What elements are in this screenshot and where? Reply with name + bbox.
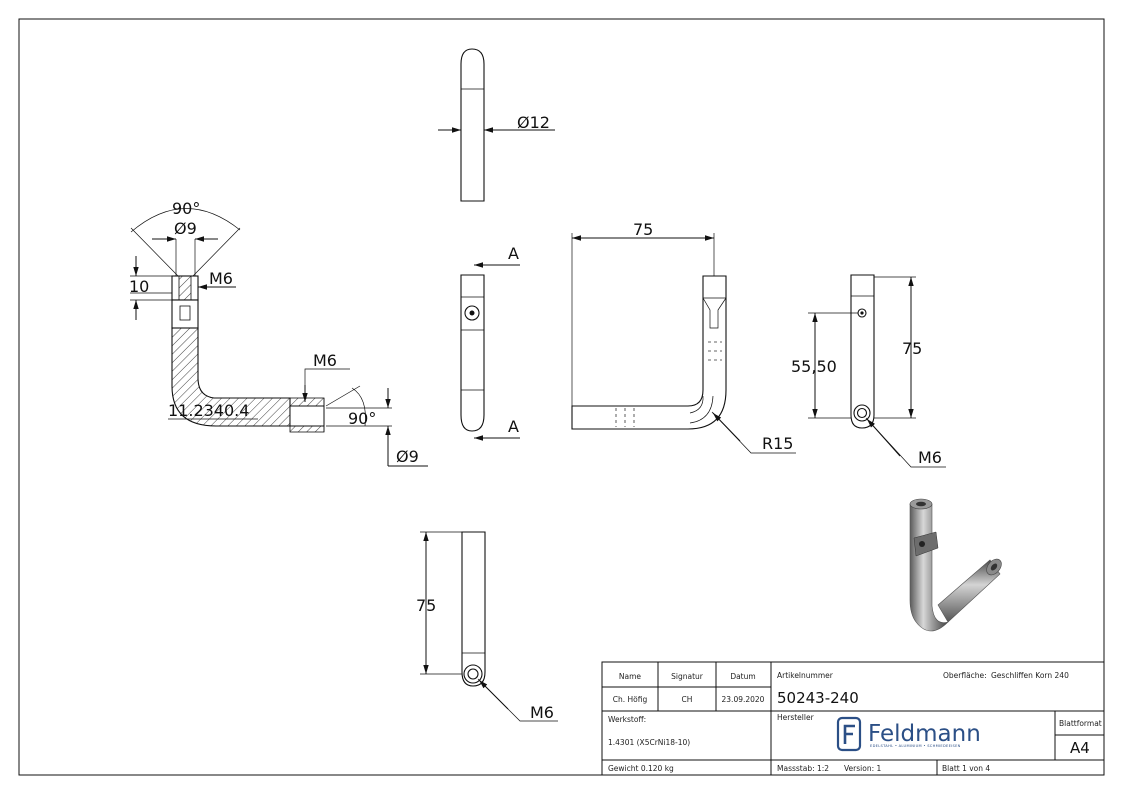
front-radius-label: R15 [762,434,793,453]
section-thread-bottom-label: M6 [313,351,337,370]
front-width-label: 75 [633,220,653,239]
tb-row-signature: CH [682,695,693,704]
tb-header-name: Name [619,672,642,681]
side-view-cut: A A [460,244,520,441]
sheet-border [18,18,1105,776]
tb-format-label: Blattformat [1059,719,1102,728]
bottom-view: 75 M6 [416,531,558,722]
bottom-thread-label: M6 [530,703,554,722]
tb-material-label: Werkstoff: [608,715,646,724]
tb-article-number: 50243-240 [777,689,859,707]
tb-row-name: Ch. Höfig [613,695,648,704]
feldmann-logo-icon [836,716,862,752]
tb-header-date: Datum [730,672,755,681]
logo-tagline: EDELSTAHL • ALUMINIUM • SCHMIEDEEISEN [870,744,961,748]
cut-label-top: A [508,244,519,263]
section-material-label: 11.2340.4 [168,401,249,420]
tb-header-signature: Signatur [671,672,704,681]
isometric-view [909,498,1002,632]
title-block: Name Signatur Datum Ch. Höfig CH 23.09.2… [601,661,1105,776]
tb-sheet: Blatt 1 von 4 [942,764,990,773]
tb-surface-value: Geschliffen Korn 240 [991,671,1069,680]
side-height-label: 75 [902,339,922,358]
top-diameter-label: Ø12 [517,113,550,132]
tb-scale: Massstab: 1:2 [777,764,829,773]
section-diameter-top-label: Ø9 [174,219,197,238]
tb-manufacturer-label: Hersteller [777,713,815,722]
section-diameter-right-label: Ø9 [396,447,419,466]
section-length-label: 10 [129,277,149,296]
tb-version: Version: 1 [844,764,881,773]
tb-article-label: Artikelnummer [777,671,834,680]
front-view: 75 R15 [571,220,796,454]
tb-material-value: 1.4301 (X5CrNi18-10) [608,738,690,747]
cut-label-bottom: A [508,417,519,436]
section-angle-top-label: 90° [172,199,200,218]
section-thread-top-label: M6 [209,269,233,288]
bottom-height-label: 75 [416,596,436,615]
logo-name: Feldmann [868,721,981,747]
tb-row-date: 23.09.2020 [722,695,765,704]
side-view-right: 75 55,50 M6 [791,274,946,468]
top-view: Ø12 [438,48,555,202]
side-thread-label: M6 [918,448,942,467]
side-hole-height-label: 55,50 [791,357,837,376]
section-angle-right-label: 90° [348,409,376,428]
section-view: 90° Ø9 M6 10 M6 11.2340.4 [129,199,428,467]
tb-surface-label: Oberfläche: [943,671,987,680]
tb-weight: Gewicht 0.120 kg [608,764,674,773]
tb-format-value: A4 [1070,739,1090,757]
